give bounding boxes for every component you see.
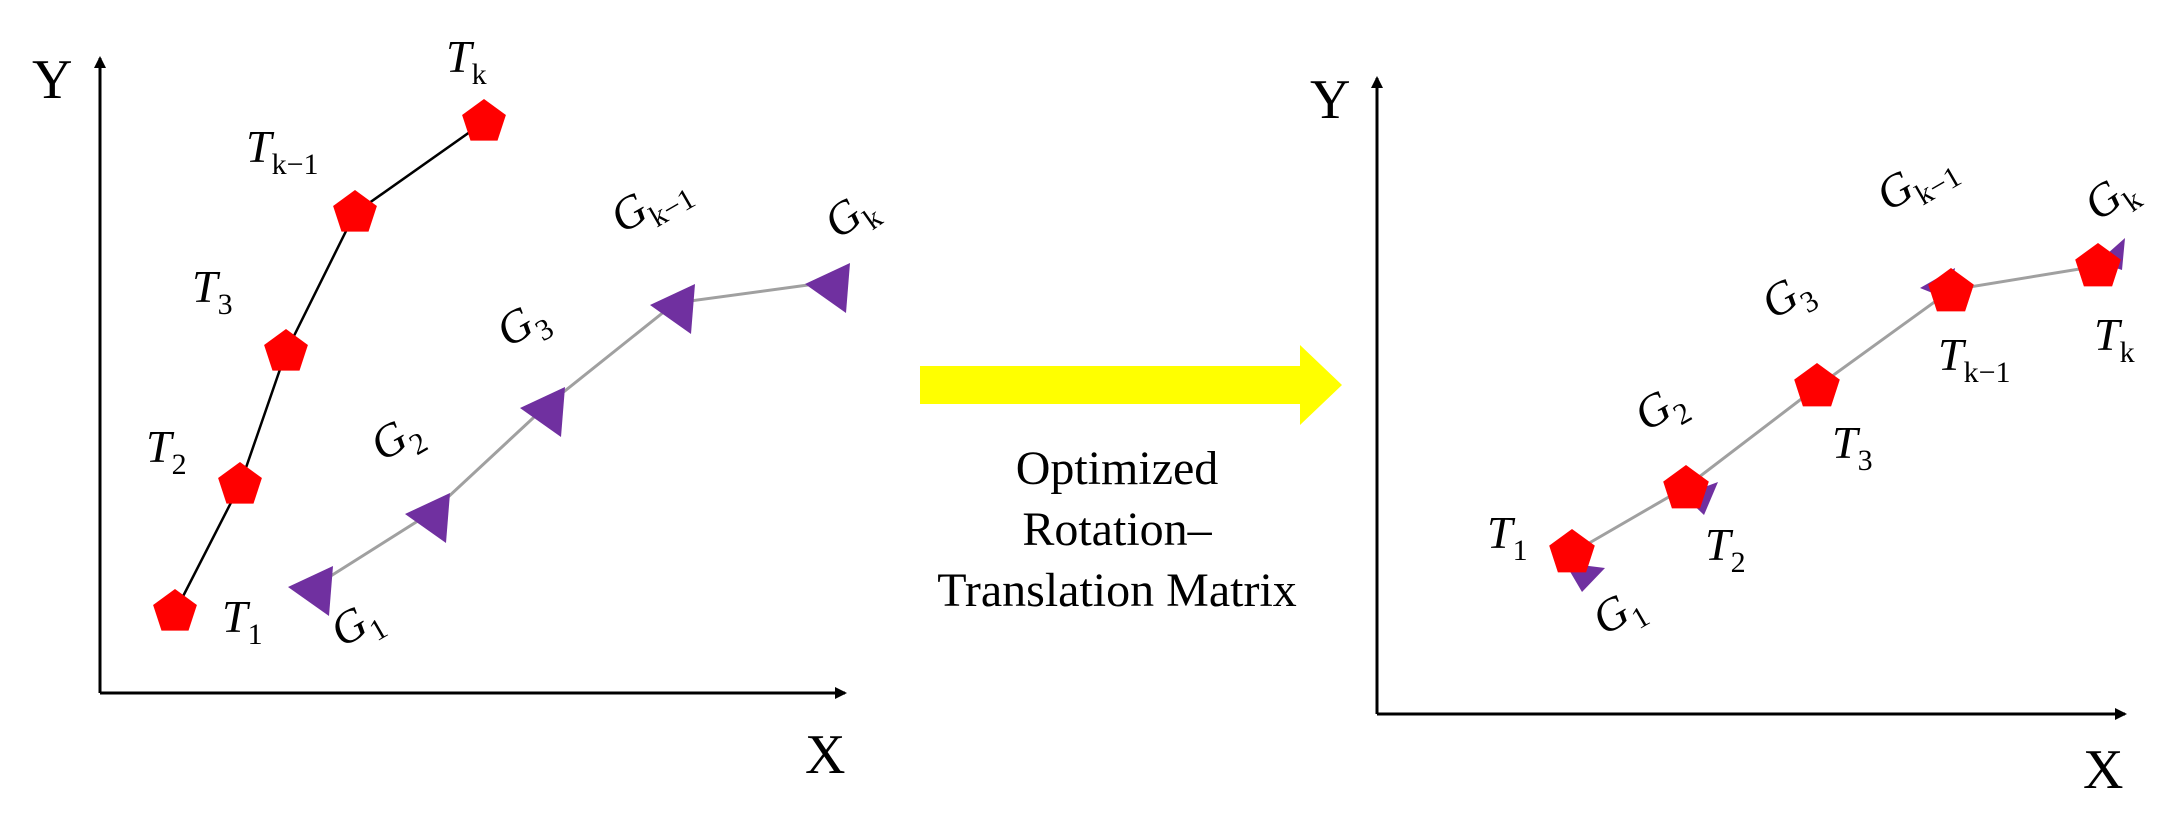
left-gk1-label: Gk−1 [602,158,701,250]
left-g3-label: G3 [488,288,560,364]
caption: Optimized Rotation– Translation Matrix [937,442,1297,617]
right-g2-label: G2 [1626,372,1698,448]
caption-line-1: Optimized [1016,442,1219,495]
left-y-axis-label: Y [32,49,72,111]
left-tk1-label: Tk−1 [246,121,319,181]
right-t-labels: T1 T2 T3 Tk−1 Tk [1487,309,2135,579]
left-tk-label: Tk [446,31,487,91]
right-gk-label: Gk [2074,161,2148,238]
transform-arrow [920,345,1342,425]
left-g1-triangle-icon [288,566,333,616]
right-gk1-label: Gk−1 [1868,136,1967,228]
left-t2-pentagon-icon [218,462,262,504]
left-t-labels: T1 T2 T3 Tk−1 Tk [146,31,487,651]
left-g3-triangle-icon [520,387,565,437]
left-g-labels: G1 G2 G3 Gk−1 Gk [322,158,889,664]
right-tk-pentagon-icon [2075,243,2121,287]
left-gk1-triangle-icon [650,284,695,334]
left-panel: Y X T1 T2 T3 Tk−1 Tk G1 G2 G [32,31,888,786]
right-tk-label: Tk [2094,309,2135,369]
right-t1-pentagon-icon [1549,529,1595,573]
right-panel: Y X T1 T2 T3 Tk−1 Tk G1 G2 G3 [1310,69,2148,801]
left-gk-triangle-icon [805,263,850,313]
right-g-labels: G1 G2 G3 Gk−1 Gk [1584,136,2149,652]
right-g3-label: G3 [1753,260,1825,336]
left-t1-pentagon-icon [153,589,197,631]
left-x-axis-label: X [805,724,845,786]
right-tk1-pentagon-icon [1928,268,1974,312]
right-t2-pentagon-icon [1663,465,1709,509]
left-g2-triangle-icon [405,493,450,543]
left-g2-label: G2 [362,402,434,478]
left-tk1-pentagon-icon [333,190,377,232]
left-t1-label: T1 [222,591,263,651]
caption-line-2: Rotation– [1022,503,1212,556]
left-t3-pentagon-icon [264,329,308,371]
right-t2-label: T2 [1705,519,1746,579]
left-t-markers [153,99,506,631]
right-x-axis-label: X [2083,739,2123,801]
left-tk-pentagon-icon [462,99,506,141]
right-t-markers [1549,243,2121,573]
left-t3-label: T3 [192,261,233,321]
left-t-path [173,120,485,613]
right-t3-pentagon-icon [1794,363,1840,407]
right-t3-label: T3 [1832,417,1873,477]
left-g-markers [288,263,850,616]
left-t2-label: T2 [146,421,187,481]
right-y-axis-label: Y [1310,69,1350,131]
right-arrow-icon [920,345,1342,425]
right-t1-label: T1 [1487,507,1528,567]
caption-line-3: Translation Matrix [937,564,1297,617]
right-tk1-label: Tk−1 [1938,329,2011,389]
left-g1-label: G1 [322,588,394,664]
left-gk-label: Gk [814,179,888,256]
right-g1-label: G1 [1584,576,1656,652]
